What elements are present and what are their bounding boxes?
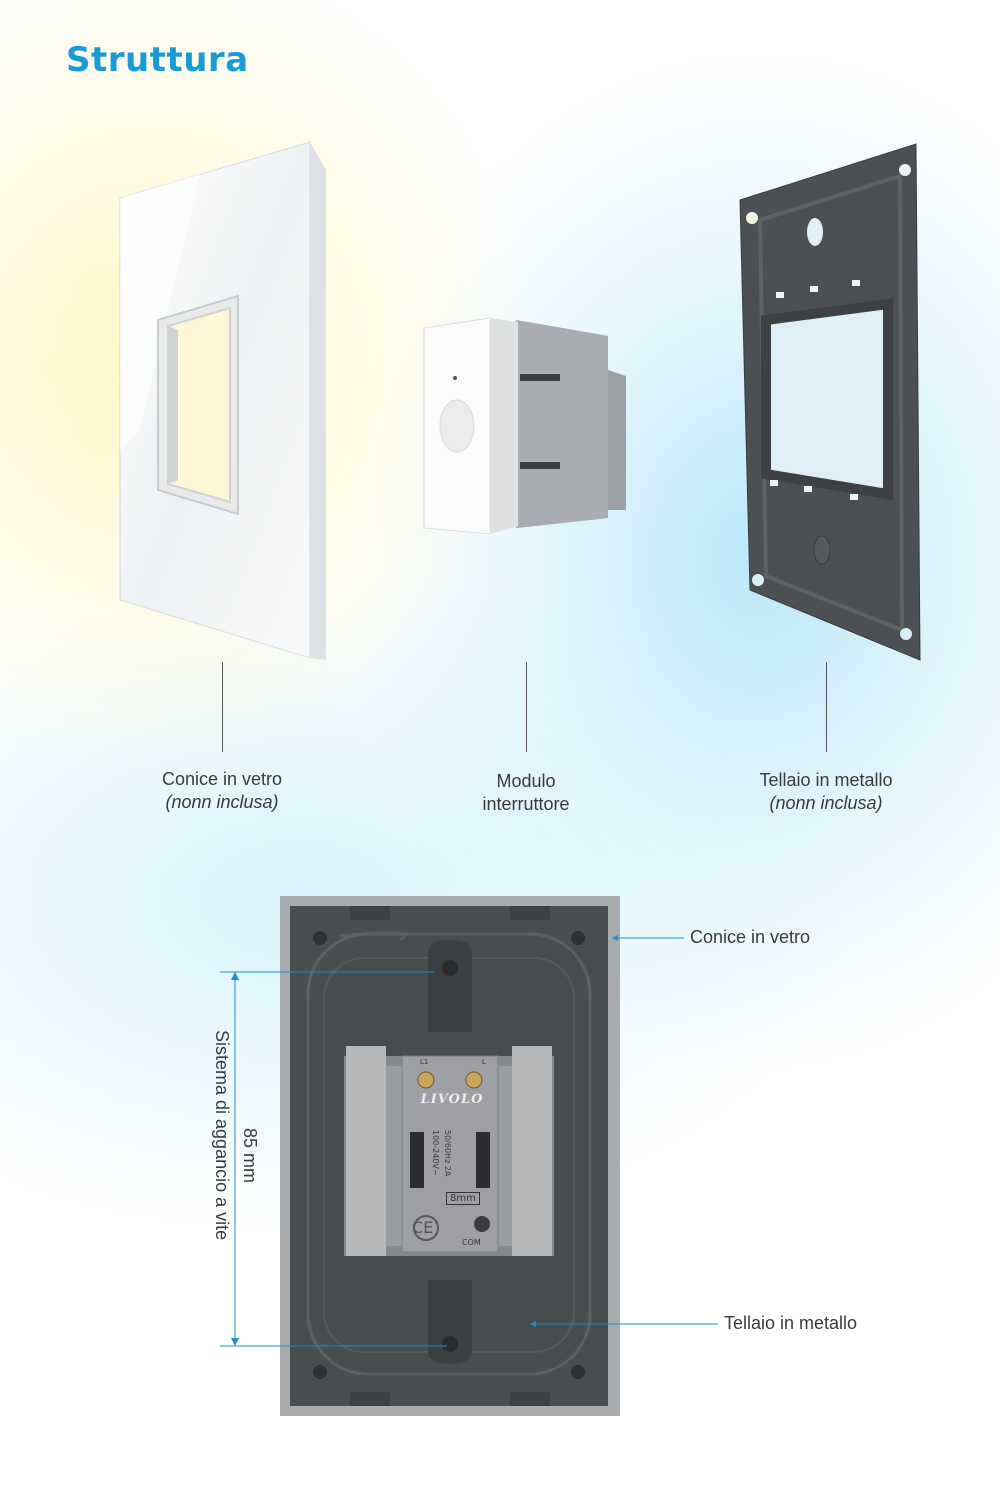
- module-label: Modulo interruttore: [426, 770, 626, 816]
- module-brand: LIVOLO: [420, 1092, 484, 1107]
- back-view-image: [280, 896, 620, 1416]
- glass-callout-label: Conice in vetro: [690, 927, 811, 947]
- dimension-lines: [220, 971, 447, 1347]
- switch-module-image: [423, 317, 626, 535]
- system-label: Sistema di aggancio a vite: [212, 1030, 232, 1241]
- frame-label: Tellaio in metallo (nonn inclusa): [726, 769, 926, 815]
- metal-frame-image: [739, 143, 921, 661]
- module-terminal-l1: L1: [420, 1058, 429, 1066]
- glass-callout-line: [612, 935, 684, 941]
- dimension-value: 85 mm: [240, 1128, 260, 1184]
- frame-callout-label: Tellaio in metallo: [724, 1313, 858, 1333]
- glass-connector-line: [222, 662, 223, 752]
- module-connector-line: [526, 662, 527, 752]
- module-terminal-l: L: [482, 1058, 486, 1066]
- glass-label: Conice in vetro (nonn inclusa): [122, 768, 322, 814]
- frame-label-note: (nonn inclusa): [769, 793, 883, 813]
- module-label-name: Modulo: [496, 771, 556, 791]
- module-strip-length: 8mm: [446, 1192, 480, 1205]
- module-label-name2: interruttore: [482, 794, 570, 814]
- glass-label-note: (nonn inclusa): [165, 792, 279, 812]
- page-title: Struttura: [66, 40, 249, 80]
- ce-mark: CE: [412, 1218, 434, 1237]
- glass-label-name: Conice in vetro: [161, 769, 283, 789]
- frame-label-name: Tellaio in metallo: [759, 770, 893, 790]
- frame-connector-line: [826, 662, 827, 752]
- frame-callout-line: [530, 1321, 718, 1327]
- glass-panel-image: [119, 141, 326, 660]
- module-terminal-com: COM: [462, 1238, 481, 1247]
